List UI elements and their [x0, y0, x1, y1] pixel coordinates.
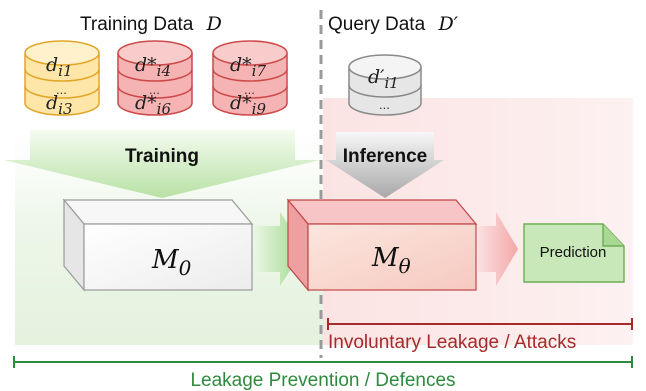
leakage-label: Involuntary Leakage / Attacks — [328, 332, 576, 353]
model-m0-box: M0 — [62, 198, 254, 292]
database-icon-d-i7-i9: d*i7 ... d*i9 — [212, 40, 288, 118]
svg-text:d*i6: d*i6 — [135, 92, 171, 118]
database-icon-d-i4-i6: d*i4 ... d*i6 — [117, 40, 193, 118]
inference-arrow: Inference — [326, 132, 444, 198]
svg-text:di3: di3 — [46, 92, 73, 118]
inference-label: Inference — [343, 146, 427, 167]
svg-text:di1: di1 — [46, 54, 73, 80]
query-data-title: Query Data D′ — [328, 13, 459, 35]
leakage-range: Involuntary Leakage / Attacks — [327, 318, 633, 353]
svg-text:...: ... — [56, 82, 67, 97]
svg-text:...: ... — [244, 82, 255, 97]
prevention-label: Leakage Prevention / Defences — [190, 370, 455, 391]
svg-text:M0: M0 — [151, 245, 192, 280]
database-icon-d-i1-i3: di1 ... di3 — [24, 40, 100, 118]
svg-text:Mθ: Mθ — [371, 243, 411, 278]
training-data-title: Training Data D — [80, 13, 222, 35]
svg-text:...: ... — [149, 82, 160, 97]
svg-text:d*i7: d*i7 — [230, 54, 266, 80]
prediction-arrow — [478, 212, 518, 286]
svg-text:Prediction: Prediction — [540, 244, 607, 261]
prediction-document: Prediction — [523, 223, 625, 283]
training-label: Training — [125, 146, 199, 167]
svg-text:...: ... — [379, 97, 390, 112]
model-mtheta-box: Mθ — [286, 198, 478, 292]
database-icon-query: d′i1 ... — [348, 54, 422, 116]
prevention-range: Leakage Prevention / Defences — [13, 356, 633, 391]
svg-text:d*i9: d*i9 — [230, 92, 266, 118]
svg-text:d′i1: d′i1 — [368, 66, 399, 92]
svg-text:d*i4: d*i4 — [135, 54, 171, 80]
training-arrow: Training — [4, 130, 320, 198]
